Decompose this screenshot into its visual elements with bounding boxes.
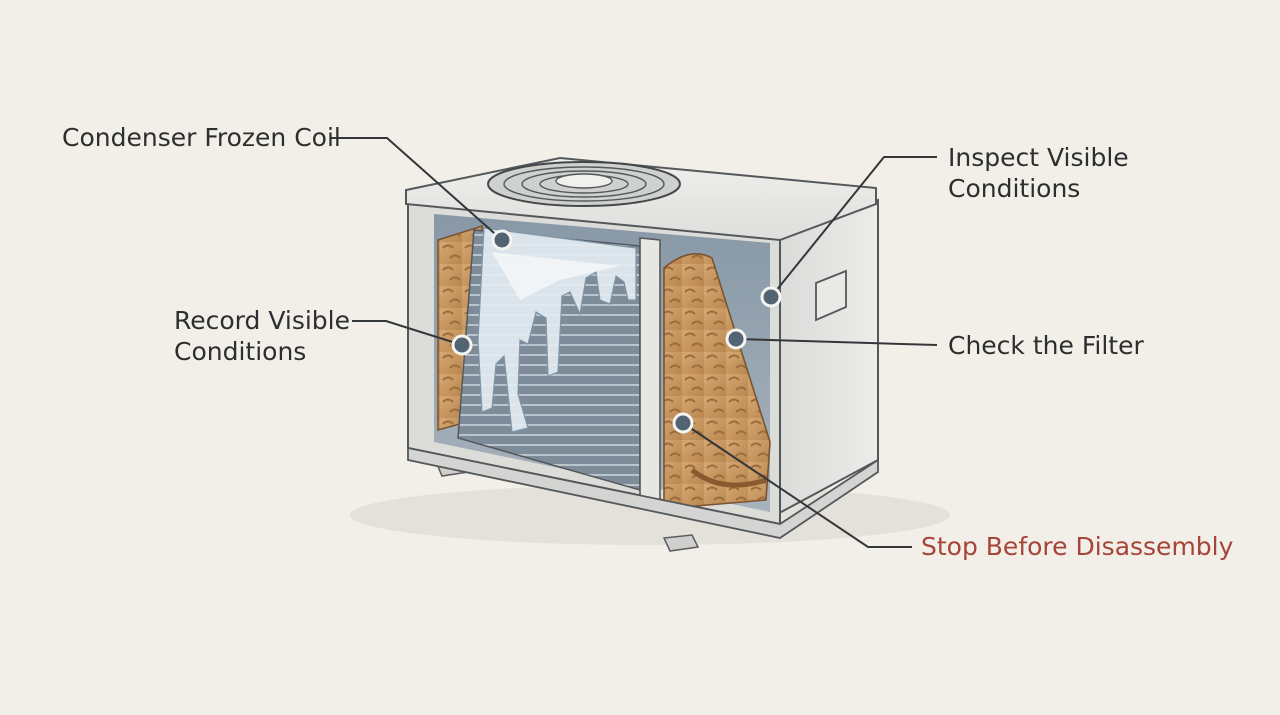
unit-base (407, 446, 879, 539)
callout-dot-inspect (760, 286, 782, 308)
leader-line-stop (682, 422, 912, 548)
copper-pipe (690, 468, 767, 488)
callout-dot-condenser (491, 229, 513, 251)
label-text-line-2: Conditions (174, 337, 307, 366)
label-text-line-1: Record Visible (174, 306, 350, 335)
leader-line-record (352, 320, 463, 346)
label-inspect-visible-conditions: Inspect Visible Conditions (948, 142, 1129, 204)
callout-dot-filter (725, 328, 747, 350)
label-text: Stop Before Disassembly (921, 532, 1234, 561)
label-condenser-frozen-coil: Condenser Frozen Coil (62, 122, 341, 153)
leader-line-condenser (330, 137, 503, 241)
label-text-line-2: Conditions (948, 174, 1081, 203)
label-text-line-1: Inspect Visible (948, 143, 1129, 172)
label-record-visible-conditions: Record Visible Conditions (174, 305, 350, 367)
leader-line-filter (735, 338, 938, 346)
callout-dot-stop (672, 412, 694, 434)
side-vent-slot (815, 269, 847, 322)
callout-dot-record (451, 334, 473, 356)
fan-grille-icon (487, 161, 681, 207)
center-post (639, 237, 661, 514)
label-stop-before-disassembly: Stop Before Disassembly (921, 531, 1233, 562)
leader-line-inspect (770, 156, 937, 298)
frost-highlight (492, 252, 620, 300)
label-check-the-filter: Check the Filter (948, 330, 1144, 361)
label-text: Condenser Frozen Coil (62, 123, 341, 152)
label-text: Check the Filter (948, 331, 1144, 360)
copper-a-coil (663, 252, 771, 509)
unit-foot (662, 534, 700, 552)
